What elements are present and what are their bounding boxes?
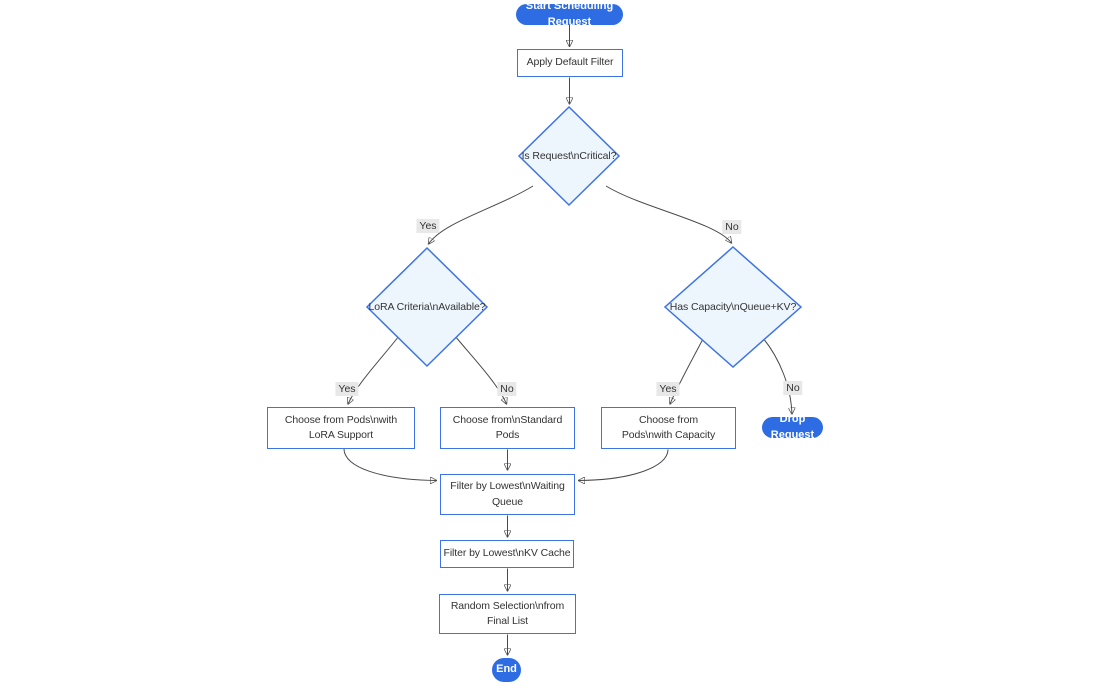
- node-choose-lora-pods-label: Choose from Pods\nwith LoRA Support: [284, 413, 398, 441]
- edge-lora-chooselora: [348, 335, 400, 404]
- edge-critical-lora: [429, 185, 534, 244]
- edge-label-capacity-yes: Yes: [656, 382, 680, 396]
- node-choose-standard-pods-label: Choose from\nStandard Pods: [452, 413, 563, 441]
- node-apply-default-filter-label: Apply Default Filter: [526, 56, 614, 69]
- decision-is-critical-label: Is Request\nCritical?: [521, 150, 617, 162]
- node-filter-waiting-queue-label: Filter by Lowest\nWaiting Queue: [450, 480, 565, 508]
- node-filter-kv-cache-label: Filter by Lowest\nKV Cache: [443, 547, 571, 560]
- node-choose-standard-pods: Choose from\nStandard Pods: [440, 407, 575, 449]
- node-apply-default-filter: Apply Default Filter: [517, 49, 623, 77]
- edge-label-lora-no: No: [497, 382, 517, 396]
- edge-capacity-choosecapacity: [670, 336, 705, 404]
- node-choose-capacity-pods-label: Choose from Pods\nwith Capacity: [621, 413, 716, 441]
- edge-critical-capacity: [605, 185, 732, 243]
- decision-lora-criteria-shape: [365, 246, 489, 368]
- edge-capacity-drop: [762, 337, 792, 414]
- node-choose-lora-pods: Choose from Pods\nwith LoRA Support: [267, 407, 415, 449]
- edge-label-critical-yes: Yes: [416, 219, 440, 233]
- edge-label-capacity-no: No: [783, 381, 803, 395]
- edge-lora-standard: [454, 335, 507, 404]
- node-random-selection-label: Random Selection\nfrom Final List: [450, 599, 565, 627]
- node-filter-kv-cache: Filter by Lowest\nKV Cache: [440, 540, 574, 568]
- decision-has-capacity-shape: [663, 245, 803, 369]
- node-choose-capacity-pods: Choose from Pods\nwith Capacity: [601, 407, 736, 449]
- edge-chooselora-waiting: [343, 448, 437, 481]
- edge-choosecapacity-waiting: [579, 449, 669, 481]
- node-random-selection: Random Selection\nfrom Final List: [439, 594, 576, 634]
- node-drop-request: Drop Request: [762, 413, 823, 441]
- edge-label-critical-no: No: [722, 220, 742, 234]
- node-end: End: [492, 658, 521, 682]
- decision-is-critical-shape: [517, 105, 621, 207]
- node-start: Start Scheduling Request: [516, 0, 623, 28]
- edge-label-lora-yes: Yes: [335, 382, 359, 396]
- decision-has-capacity-label: Has Capacity\nQueue+KV?: [669, 301, 797, 313]
- node-filter-waiting-queue: Filter by Lowest\nWaiting Queue: [440, 474, 575, 515]
- decision-lora-criteria-label: LoRA Criteria\nAvailable?: [368, 301, 486, 313]
